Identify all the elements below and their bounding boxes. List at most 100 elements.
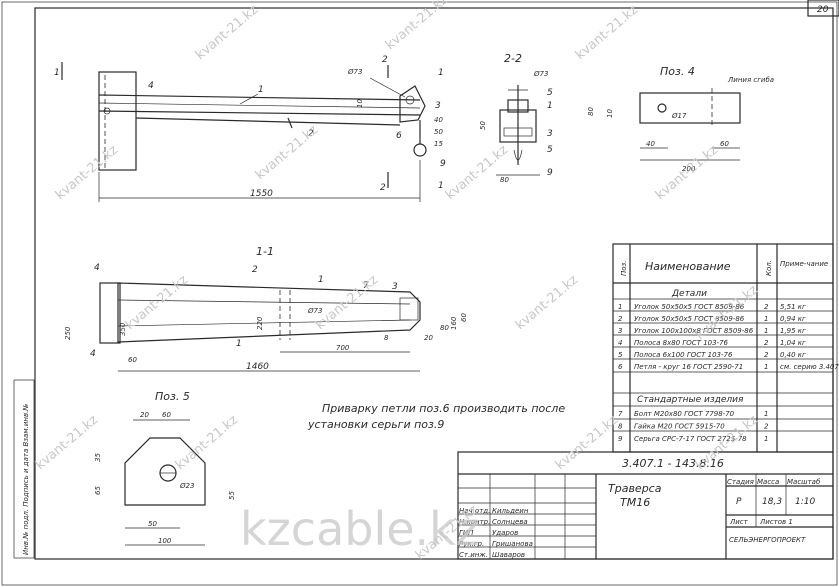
signature-name: Гришанова (492, 540, 533, 548)
sheets-label: Листов 1 (759, 518, 793, 526)
s22-dim-80: 80 (500, 176, 509, 184)
spec-row-pos: 8 (618, 423, 623, 431)
spec-row-qty: 1 (764, 435, 768, 443)
spec-row-pos: 3 (618, 327, 622, 335)
signature-name: Солнцева (492, 518, 528, 526)
spec-row-name: Полоса 6х100 ГОСТ 103-76 (634, 351, 733, 359)
spec-header-note: Приме-чание (780, 260, 828, 268)
s11-dim-8: 8 (384, 334, 389, 342)
spec-row-note: 5,51 кг (780, 303, 806, 311)
main-view: 1 1550 10 40 50 15 Ø73 2 2 1 1 4 1 (54, 55, 446, 202)
side-stamp-box (13, 379, 35, 559)
spec-row-note: 1,04 кг (780, 339, 806, 347)
s11-callout-1b: 1 (236, 339, 242, 349)
signature-name: Кильдеин (492, 507, 529, 515)
scale-header: Масштаб (787, 478, 821, 486)
spec-row-qty: 2 (764, 303, 769, 311)
mass-value: 18,3 (762, 497, 782, 507)
spec-row-qty: 1 (764, 363, 768, 371)
spec-row-pos: 6 (618, 363, 623, 371)
s11-callout-1: 1 (318, 275, 324, 285)
pos5-dim-60: 60 (162, 411, 171, 419)
signature-role: Рук.гр. (459, 540, 484, 548)
cut-mark-1-top-right: 1 (438, 68, 444, 78)
callout-1-main: 1 (258, 85, 264, 95)
cut-mark-1-bottom-right: 1 (438, 181, 444, 191)
watermark: kvant-21.kz (443, 142, 511, 203)
s22-callout-5: 5 (547, 88, 553, 98)
spec-row-note: 1,95 кг (780, 327, 806, 335)
signature-role: ГИП (459, 529, 474, 537)
watermark: kvant-21.kz (193, 2, 261, 63)
watermark: kvant-21.kz (253, 122, 321, 183)
pos5-dim-65: 65 (94, 486, 102, 495)
section-1-1-title: 1-1 (256, 245, 274, 258)
spec-row-name: Уголок 50х50х5 ГОСТ 8509-86 (634, 315, 745, 323)
s11-dim-60: 60 (128, 356, 137, 364)
callout-3-main: 3 (435, 101, 441, 111)
s11-callout-4-top: 4 (94, 263, 100, 273)
s11-dim-160: 160 (450, 316, 458, 330)
s11-callout-2: 2 (252, 265, 258, 275)
hole-label: Ø73 (347, 68, 362, 76)
pos5-hole: Ø23 (179, 482, 194, 490)
spec-header-name: Наименование (645, 260, 731, 273)
mass-header: Масса (757, 478, 779, 486)
spec-section-standard: Стандартные изделия (637, 395, 744, 405)
spec-row-pos: 7 (618, 410, 623, 418)
section-2-2: 2-2 Ø73 50 80 5 1 3 5 9 (479, 52, 553, 184)
signature-name: Ударов (492, 529, 518, 537)
callout-6-main: 6 (396, 131, 402, 141)
s11-dim-80: 80 (440, 324, 449, 332)
spec-header-qty: Кол. (765, 260, 773, 276)
watermark: kvant-21.kz (33, 412, 101, 473)
scale-value: 1:10 (795, 497, 815, 507)
watermark: kvant-21.kz (123, 272, 191, 333)
s11-dim-20: 20 (424, 334, 433, 342)
spec-row-name: Уголок 100х100х8 ГОСТ 8509-86 (634, 327, 754, 335)
callout-9-main: 9 (440, 159, 446, 169)
pos4-dim-40: 40 (646, 140, 655, 148)
dim-d15: 15 (434, 140, 443, 148)
stage-header: Стадия (727, 478, 754, 486)
title-block: 3.407.1 - 143.8.16 Траверса ТМ16 Стадия … (457, 451, 834, 560)
sheet-number: 20 (817, 5, 829, 15)
spec-row-name: Гайка М20 ГОСТ 5915-70 (634, 423, 725, 431)
spec-row-note: см. серию 3.407.1-143.8.6 (780, 363, 839, 371)
spec-row-qty: 1 (764, 315, 768, 323)
s22-callout-3: 3 (547, 129, 553, 139)
signature-name: Шаваров (492, 551, 525, 559)
signature-role: Нач.отд. (459, 507, 490, 515)
watermark-large: kzcable.kz (240, 502, 480, 556)
spec-row-qty: 1 (764, 327, 768, 335)
s22-dim-50: 50 (479, 121, 487, 130)
side-stamp: Инв.№ подл. Подпись и дата Взам.инв.№ (22, 403, 30, 555)
watermark: kvant-21.kz (553, 412, 621, 473)
signature-role: Н.контр. (459, 518, 490, 526)
dim-h10: 10 (356, 99, 364, 108)
s11-dim-1460: 1460 (246, 362, 269, 372)
spec-row-qty: 2 (764, 351, 769, 359)
pos5-title: Поз. 5 (155, 390, 190, 403)
s11-dim-350: 350 (119, 322, 127, 336)
spec-row-pos: 1 (618, 303, 622, 311)
spec-row-note: 0,40 кг (780, 351, 806, 359)
dim-main-length: 1550 (250, 189, 273, 199)
dim-h40: 40 (434, 116, 443, 124)
pos4-dim-10: 10 (606, 109, 614, 118)
dim-h50: 50 (434, 128, 443, 136)
cut-mark-2-bottom: 2 (380, 183, 386, 193)
callout-4-main: 4 (148, 81, 154, 91)
spec-row-qty: 2 (764, 339, 769, 347)
cut-mark-left-top: 1 (54, 68, 60, 78)
s22-callout-9: 9 (547, 168, 553, 178)
assembly-note-line2: установки серьги поз.9 (307, 418, 444, 431)
section-1-1: 1-1 250 350 220 8 20 80 160 60 60 700 14… (64, 245, 468, 372)
watermark: kvant-21.kz (513, 272, 581, 333)
section-2-2-title: 2-2 (504, 52, 522, 65)
spec-row-qty: 2 (764, 423, 769, 431)
spec-row-pos: 2 (618, 315, 623, 323)
stage-value: Р (736, 497, 742, 507)
